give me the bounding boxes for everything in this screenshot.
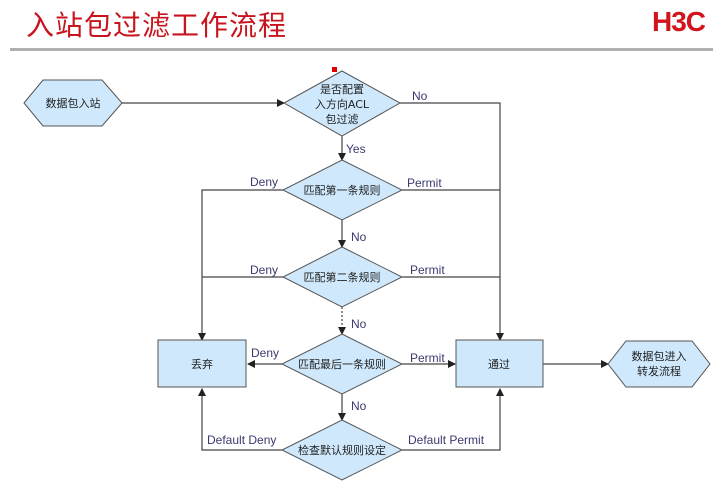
pass-box — [455, 339, 544, 388]
label-acl-yes: Yes — [346, 142, 366, 156]
label-rule1-no: No — [351, 230, 367, 244]
edge-acl-no — [400, 102, 504, 341]
forward-label-line2: 转发流程 — [637, 364, 681, 378]
label-default-deny: Default Deny — [207, 433, 276, 447]
acl-label-line3: 包过滤 — [326, 113, 359, 126]
drop-box — [157, 339, 247, 388]
selection-handle — [332, 67, 337, 72]
forward-label-line1: 数据包进入 — [632, 349, 687, 363]
rule1-decision — [281, 159, 404, 221]
drop-label: 丢弃 — [191, 357, 213, 371]
label-default-permit: Default Permit — [408, 433, 485, 447]
default-decision — [280, 419, 404, 481]
edge-default-permit — [402, 388, 504, 451]
h3c-logo: H3C — [651, 6, 706, 37]
last-rule-label: 匹配最后一条规则 — [298, 357, 386, 371]
rule2-label: 匹配第二条规则 — [304, 270, 381, 284]
rule1-label: 匹配第一条规则 — [304, 183, 381, 197]
page-title: 入站包过滤工作流程 — [26, 9, 288, 42]
forward-node — [607, 340, 711, 388]
last-rule-decision — [280, 333, 404, 395]
header-divider — [10, 48, 713, 51]
label-last-permit: Permit — [410, 351, 445, 365]
edge-rule1-deny — [198, 189, 283, 341]
label-last-deny: Deny — [251, 346, 279, 360]
default-label: 检查默认规则设定 — [298, 443, 386, 457]
label-rule2-deny: Deny — [250, 263, 278, 277]
acl-label-line2: 入方向ACL — [315, 97, 370, 111]
rule2-decision — [281, 246, 404, 308]
start-node — [23, 79, 123, 127]
label-last-no: No — [351, 399, 367, 413]
label-acl-no: No — [412, 89, 428, 103]
pass-label: 通过 — [488, 358, 510, 371]
label-rule1-deny: Deny — [250, 175, 278, 189]
edge-default-deny — [198, 388, 282, 451]
acl-label-line1: 是否配置 — [320, 83, 364, 96]
acl-decision — [282, 70, 402, 137]
label-rule2-permit: Permit — [410, 263, 445, 277]
label-rule2-no: No — [351, 317, 367, 331]
start-label: 数据包入站 — [46, 96, 101, 110]
label-rule1-permit: Permit — [407, 176, 442, 190]
